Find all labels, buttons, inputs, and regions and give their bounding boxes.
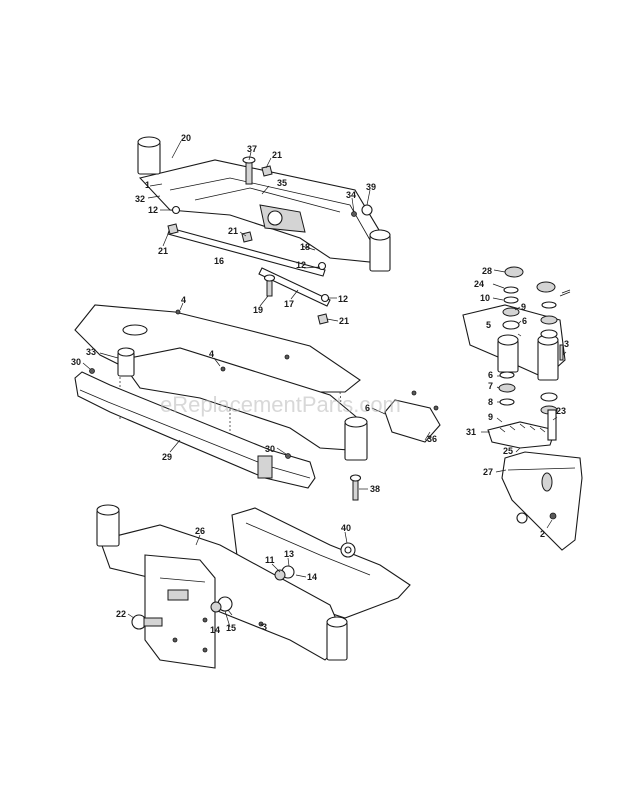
callout-32: 32 (135, 194, 145, 204)
callout-31: 31 (466, 427, 476, 437)
callout-36: 36 (427, 434, 437, 444)
callout-5: 5 (486, 320, 491, 330)
callout-19: 19 (253, 305, 263, 315)
callout-22: 22 (116, 609, 126, 619)
callout-16: 16 (214, 256, 224, 266)
callout-11: 11 (265, 555, 275, 565)
callout-9: 9 (521, 302, 526, 312)
callout-3: 3 (262, 622, 267, 632)
callout-33: 33 (86, 347, 96, 357)
callout-34: 34 (346, 190, 356, 200)
callout-37: 37 (247, 144, 257, 154)
callout-26: 26 (195, 526, 205, 536)
callout-35: 35 (277, 178, 287, 188)
upper-axle-assembly (137, 136, 391, 325)
callout-40: 40 (341, 523, 351, 533)
callout-30: 30 (71, 357, 81, 367)
callout-9: 9 (488, 412, 493, 422)
callout-17: 17 (284, 299, 294, 309)
callout-13: 13 (284, 549, 294, 559)
callout-6: 6 (488, 370, 493, 380)
callout-23: 23 (556, 406, 566, 416)
callout-12: 12 (338, 294, 348, 304)
callout-6: 6 (522, 316, 527, 326)
callout-25: 25 (503, 446, 513, 456)
spindle-detail-assembly (462, 266, 583, 551)
callout-21: 21 (158, 246, 168, 256)
callout-20: 20 (181, 133, 191, 143)
callout-12: 12 (148, 205, 158, 215)
callout-labels: 20 37 21 1 35 34 39 32 12 21 21 18 12 16… (71, 133, 569, 635)
callout-24: 24 (474, 279, 484, 289)
callout-21: 21 (228, 226, 238, 236)
callout-38: 38 (370, 484, 380, 494)
callout-27: 27 (483, 467, 493, 477)
callout-6: 6 (365, 403, 370, 413)
callout-28: 28 (482, 266, 492, 276)
lower-axle-assembly (96, 504, 411, 669)
callout-2: 2 (540, 529, 545, 539)
callout-1: 1 (145, 180, 150, 190)
callout-4: 4 (181, 295, 186, 305)
callout-39: 39 (366, 182, 376, 192)
callout-12: 12 (296, 260, 306, 270)
callout-14: 14 (210, 625, 220, 635)
callout-18: 18 (300, 242, 310, 252)
callout-21: 21 (339, 316, 349, 326)
callout-7: 7 (488, 381, 493, 391)
callout-10: 10 (480, 293, 490, 303)
cover-and-bumper-assembly (74, 302, 441, 501)
callout-14: 14 (307, 572, 317, 582)
callout-3: 3 (564, 339, 569, 349)
watermark: eReplacementParts.com (160, 392, 401, 417)
callout-30: 30 (265, 444, 275, 454)
callout-15: 15 (226, 623, 236, 633)
callout-4: 4 (209, 349, 214, 359)
callout-21: 21 (272, 150, 282, 160)
callout-29: 29 (162, 452, 172, 462)
callout-8: 8 (488, 397, 493, 407)
